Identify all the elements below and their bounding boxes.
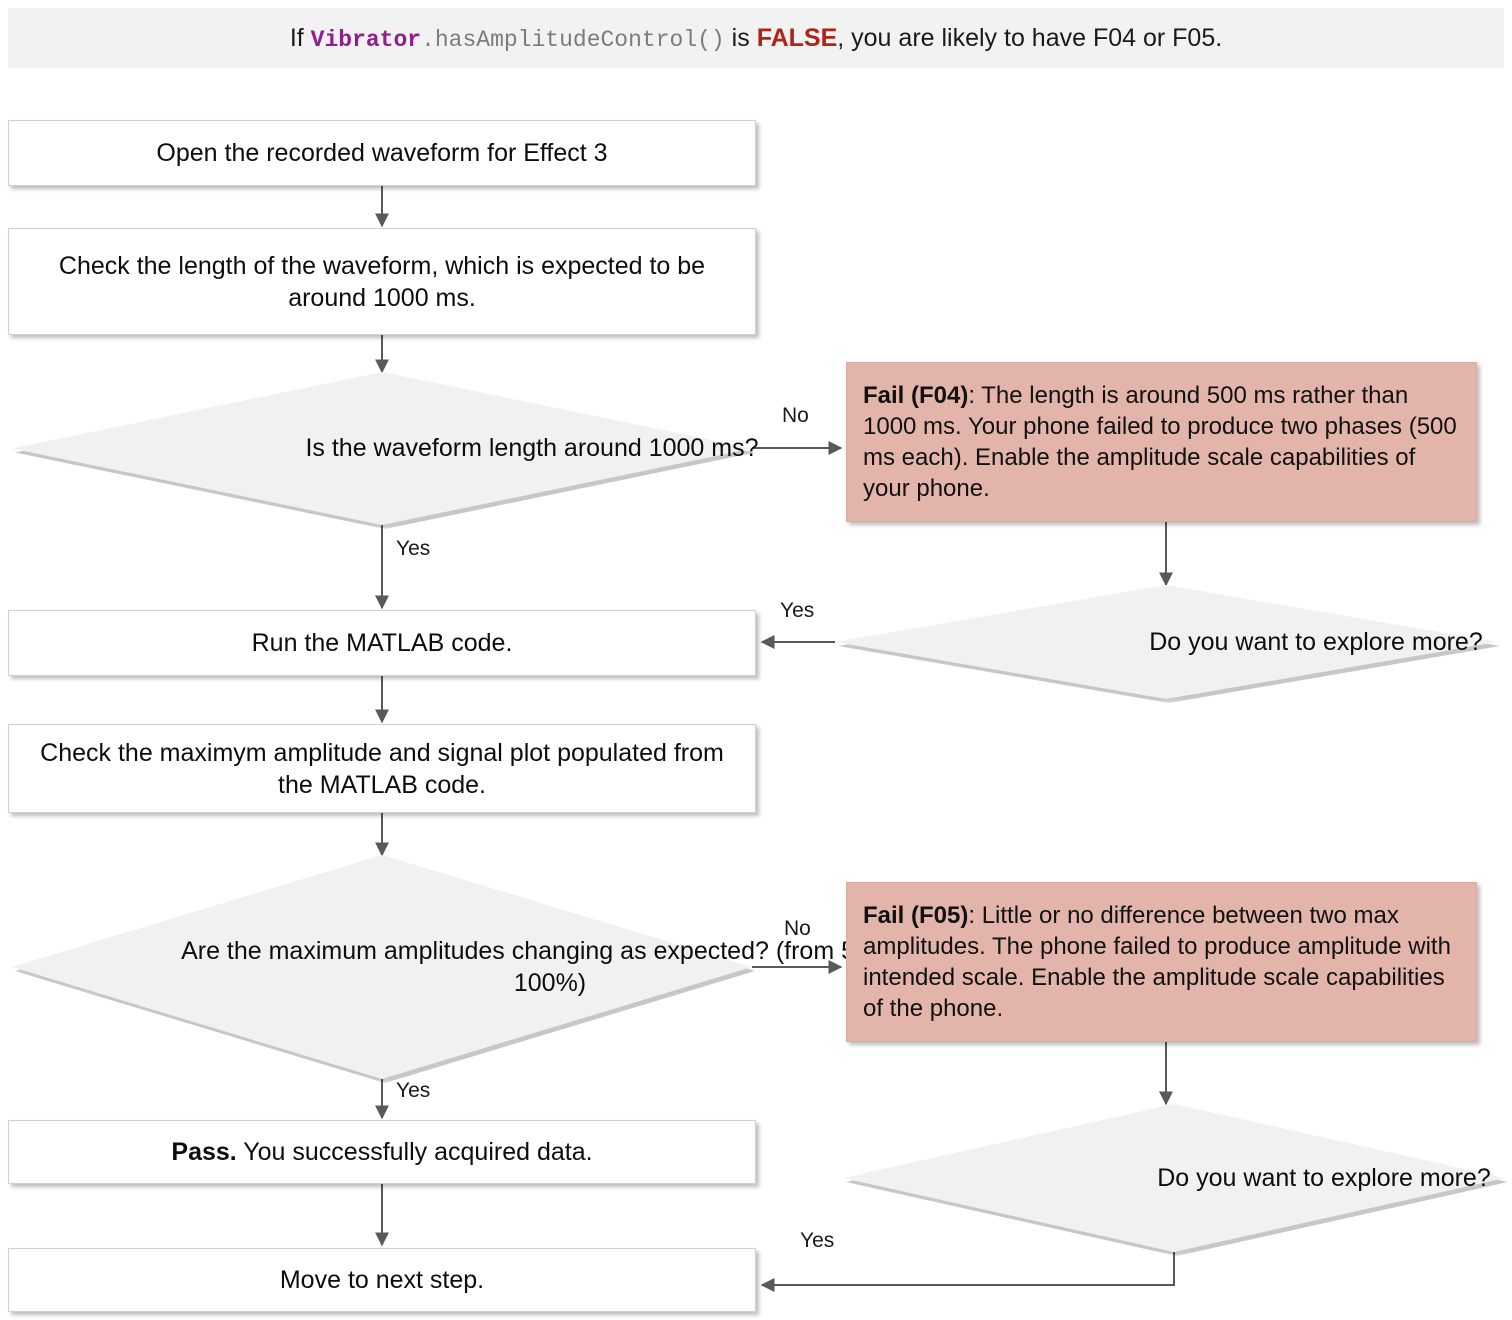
banner-false-keyword: FALSE	[756, 23, 838, 52]
edge-explore-bottom-yes	[760, 1252, 1175, 1292]
node-check-amplitude[interactable]: Check the maximym amplitude and signal p…	[8, 724, 756, 813]
node-pass[interactable]: Pass. You successfully acquired data.	[8, 1120, 756, 1184]
node-run-matlab[interactable]: Run the MATLAB code.	[8, 610, 756, 676]
edge-label-explore-bottom-yes: Yes	[800, 1229, 835, 1252]
header-banner-text: If Vibrator.hasAmplitudeControl() is FAL…	[290, 24, 1222, 53]
node-move-next[interactable]: Move to next step.	[8, 1248, 756, 1312]
node-fail-f04-bold: Fail (F04)	[863, 381, 969, 409]
node-check-length[interactable]: Check the length of the waveform, which …	[8, 228, 756, 335]
node-fail-f05[interactable]: Fail (F05): Little or no difference betw…	[846, 882, 1477, 1042]
node-decision-waveform-length[interactable]: Is the waveform length around 1000 ms?	[12, 372, 759, 529]
banner-suffix: , you are likely to have F04 or F05.	[837, 23, 1223, 52]
banner-class-name: Vibrator	[310, 26, 422, 53]
node-fail-f05-bold: Fail (F05)	[863, 901, 969, 929]
node-pass-text: Pass. You successfully acquired data.	[171, 1136, 592, 1168]
node-decision-amplitude[interactable]: Are the maximum amplitudes changing as e…	[12, 855, 919, 1083]
node-fail-f04[interactable]: Fail (F04): The length is around 500 ms …	[846, 362, 1477, 522]
edge-label-length-yes: Yes	[396, 537, 431, 560]
node-fail-f04-rest: : The length is around 500 ms rather tha…	[863, 381, 1457, 503]
banner-mid: is	[724, 23, 757, 52]
node-fail-f05-text: Fail (F05): Little or no difference betw…	[863, 900, 1460, 1025]
edge-label-amplitude-no: No	[784, 917, 811, 940]
banner-method-name: .hasAmplitudeControl()	[421, 26, 725, 53]
decision-amplitude-label: Are the maximum amplitudes changing as e…	[181, 936, 919, 998]
node-explore-more-top[interactable]: Do you want to explore more?	[835, 585, 1500, 703]
banner-prefix: If	[289, 23, 311, 52]
node-pass-rest: You successfully acquired data.	[236, 1138, 593, 1166]
edge-label-amplitude-yes: Yes	[396, 1079, 431, 1102]
node-explore-more-bottom[interactable]: Do you want to explore more?	[843, 1104, 1508, 1256]
node-open-waveform[interactable]: Open the recorded waveform for Effect 3	[8, 120, 756, 186]
explore-more-bottom-label: Do you want to explore more?	[1157, 1163, 1491, 1192]
decision-waveform-length-label: Is the waveform length around 1000 ms?	[305, 434, 759, 463]
edge-label-explore-top-yes: Yes	[780, 599, 815, 622]
explore-more-top-label: Do you want to explore more?	[1149, 627, 1483, 656]
header-banner: If Vibrator.hasAmplitudeControl() is FAL…	[8, 8, 1504, 68]
node-pass-bold: Pass.	[171, 1138, 237, 1166]
node-fail-f04-text: Fail (F04): The length is around 500 ms …	[863, 380, 1460, 505]
node-fail-f05-rest: : Little or no difference between two ma…	[863, 901, 1451, 1023]
edge-label-length-no: No	[782, 404, 809, 427]
